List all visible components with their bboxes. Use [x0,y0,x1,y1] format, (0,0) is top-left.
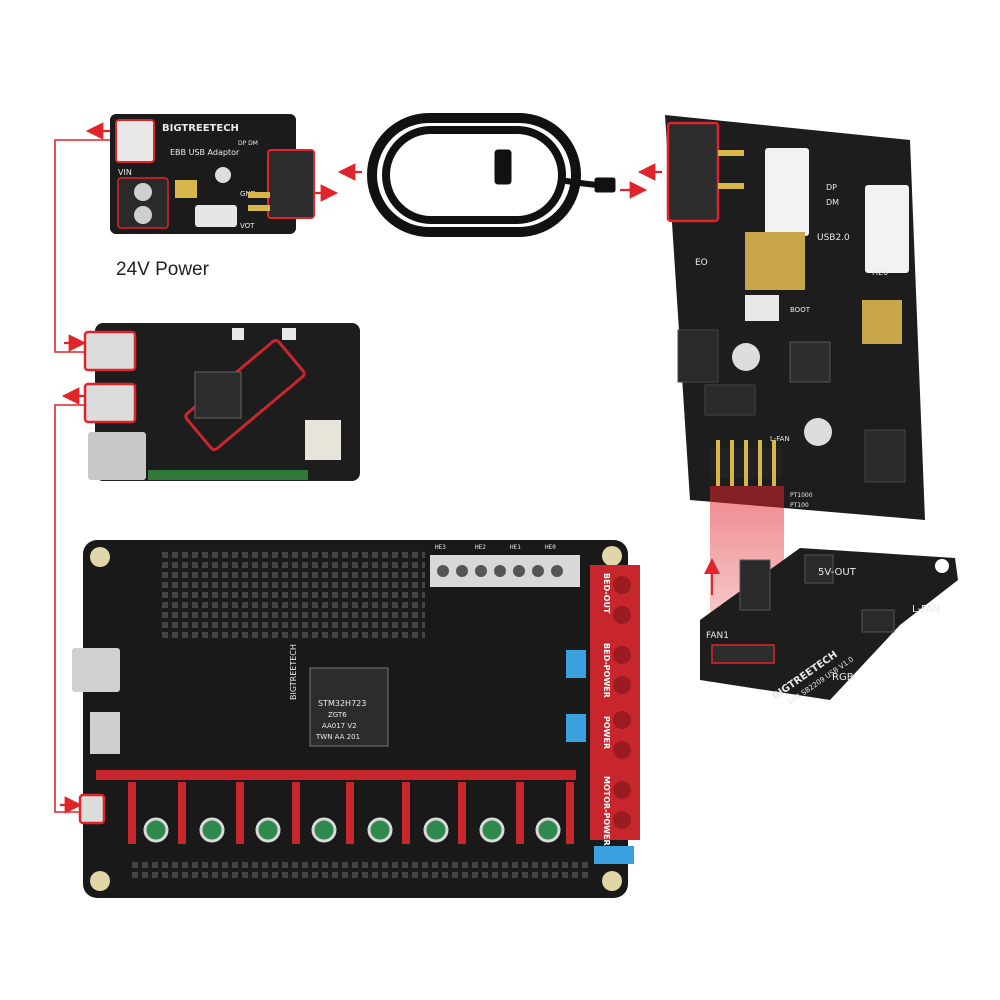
ebb-pcb [665,115,925,520]
svg-text:EO: EO [695,258,708,268]
ethernet-port[interactable] [88,432,146,480]
cable-plug [494,149,512,185]
svg-text:USB2.0: USB2.0 [817,233,850,243]
svg-text:L-FAN: L-FAN [770,435,790,443]
svg-text:STM32H723: STM32H723 [318,699,366,708]
power-caption: 24V Power [116,259,209,280]
stepper-capacitors [143,817,561,843]
power-terminal-block[interactable] [590,565,640,840]
svg-text:HE3: HE3 [435,544,446,551]
svg-text:RGB: RGB [832,672,854,683]
toolhead-board: 5V-OUT L-FAN RGB FAN1 BIGTREETECH EBB SB… [700,548,958,707]
sd-card-slot[interactable] [90,712,120,754]
svg-text:DP: DP [826,183,837,192]
svg-text:5V-OUT: 5V-OUT [818,567,857,578]
motor-connectors[interactable] [130,860,590,882]
svg-text:ZGT6: ZGT6 [328,711,347,719]
jumper[interactable] [566,714,586,742]
ebb-usb-adaptor: BIGTREETECH EBB USB Adaptor DP DM VIN GN… [110,114,315,234]
ebb-mcu [789,341,831,383]
adaptor-name: EBB USB Adaptor [170,148,240,157]
svg-text:MOTOR-POWER: MOTOR-POWER [602,776,611,846]
fan-connector[interactable] [739,559,771,611]
fuse [175,180,197,198]
mainboard-io-headers [160,600,425,640]
svg-text:DP DM: DP DM [238,140,258,147]
svg-text:BED-OUT: BED-OUT [602,573,611,614]
terminal-screw [134,183,152,201]
svg-text:L-FAN: L-FAN [912,604,940,615]
host-board [83,323,360,481]
cable-connector[interactable] [267,149,315,219]
svg-text:HE0: HE0 [545,544,556,551]
mainboard-usb-c[interactable] [78,793,106,825]
svg-text:HE0: HE0 [872,268,888,277]
svg-text:BIGTREETECH: BIGTREETECH [289,644,298,700]
svg-text:BED-POWER: BED-POWER [602,643,611,698]
ebb-white-connector[interactable] [765,148,809,236]
jumper[interactable] [566,650,586,678]
wire-pi-usb2-to-mainboard [54,404,84,813]
mainboard-usb-a[interactable] [72,648,120,692]
svg-text:POWER: POWER [602,716,611,749]
power-switch[interactable] [195,205,237,227]
svg-text:AA017 V2: AA017 V2 [322,722,357,730]
ebb-board: DP DM USB2.0 EO HE0 BOOT L-FAN PT1000 PT… [665,115,925,520]
mount-hole [732,343,760,371]
terminal-screw [134,206,152,224]
ebb-chip-gold [745,232,805,290]
svg-text:VIN: VIN [118,168,132,177]
gpio-header [148,470,308,480]
ebb-cable-connector[interactable] [666,121,720,223]
svg-text:FAN1: FAN1 [706,631,729,641]
ebb-port[interactable] [704,384,756,416]
mount-hole [215,167,231,183]
wifi-module [305,420,341,460]
stepper-driver-sockets [96,770,576,844]
ebb-port[interactable] [677,329,719,383]
host-usb-port-1[interactable] [83,330,137,372]
power-terminal[interactable] [117,177,169,229]
mount-hole [804,418,832,446]
svg-text:TWN AA 201: TWN AA 201 [315,733,360,741]
ebb-white-connector[interactable] [865,185,909,273]
mainboard-io-headers [160,548,425,598]
cable-plug [594,177,616,193]
toolhead-pin-socket[interactable] [711,644,775,664]
adaptor-brand: BIGTREETECH [162,123,239,134]
jumper[interactable] [594,846,634,864]
main-board: HE3 HE2 HE1 HE0 BED-OUT BED-POWER POWER … [72,540,640,898]
ebb-port[interactable] [864,429,906,483]
host-usb-port-2[interactable] [83,382,137,424]
svg-text:PT100: PT100 [790,502,809,509]
svg-text:HE1: HE1 [510,544,521,551]
wire-adaptor-to-pi-usb1 [54,139,112,353]
ebb-sensor [862,300,902,344]
svg-text:VOT: VOT [240,222,255,230]
svg-text:PT1000: PT1000 [790,492,813,499]
connection-arrows [60,122,662,814]
svg-text:HE2: HE2 [475,544,486,551]
boot-button[interactable] [745,295,779,321]
usb-cable [367,113,616,237]
usb-c-port[interactable] [115,119,155,163]
l-fan-connector[interactable] [861,609,895,633]
five-v-out-connector[interactable] [804,554,834,584]
mainboard-mcu [309,667,389,747]
svg-text:BOOT: BOOT [790,306,811,314]
svg-text:DM: DM [826,198,839,207]
host-soc [194,371,242,419]
